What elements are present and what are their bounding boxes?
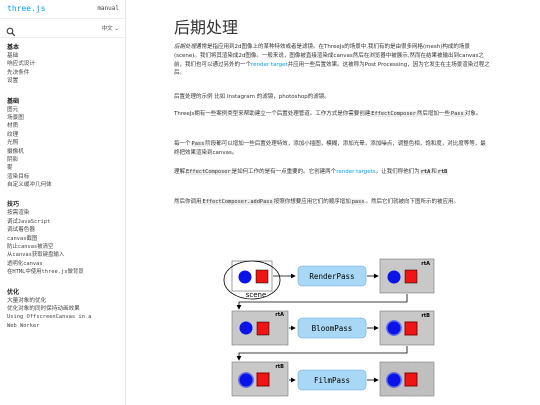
rta-label-1: rtA <box>421 261 430 267</box>
sidebar-nav-item[interactable]: 防止canvas被清空 <box>7 244 54 251</box>
sidebar-nav-item[interactable]: 基础 <box>7 53 19 59</box>
sidebar-nav-item[interactable]: 从canvas获取键盘输入 <box>7 252 65 259</box>
sidebar-nav-item[interactable]: 渲染目标 <box>7 173 30 180</box>
sidebar-nav-item[interactable]: 透明化canvas <box>7 260 43 267</box>
scene-box <box>231 260 273 292</box>
sidebar-nav-item[interactable]: 雾 <box>7 165 13 172</box>
filmpass-box: FilmPass <box>297 369 367 391</box>
sidebar-nav-item[interactable]: 先决条件 <box>7 69 30 76</box>
code-addpass: EffectComposer.addPass <box>201 199 274 205</box>
group-gap <box>7 189 125 200</box>
sidebar-nav-item[interactable]: 自定义缓冲几何体 <box>7 182 52 189</box>
rta-box-2: rtA <box>231 310 289 346</box>
addpass-text-c: 。然后它们就被向下图所示的被应用。 <box>365 199 459 205</box>
addpass-text-b: 按照你想要应用它们的顺序增加 <box>273 199 351 205</box>
rt-text-c: 。让我们称他们为 <box>375 169 420 175</box>
sidebar-nav-item[interactable]: 响应式设计 <box>7 61 35 68</box>
sidebar-nav-item[interactable]: 调试JavaScript <box>7 218 51 225</box>
sidebar-nav-item[interactable]: 阴影 <box>7 156 19 163</box>
code-pass: Pass <box>449 111 465 117</box>
scene-square-shape <box>255 269 269 284</box>
rt-text-d: 和 <box>431 169 437 175</box>
bloompass-box: BloomPass <box>297 317 367 339</box>
scene-ellipse <box>223 260 281 300</box>
sidebar-nav-item[interactable]: 设置 <box>7 78 19 85</box>
nav-group-title: 基础 <box>7 97 20 105</box>
bloompass-label: BloomPass <box>312 324 353 333</box>
sidebar-nav-item[interactable]: 优化对象的同时保持动画效果 <box>7 305 80 312</box>
code-pass-3: pass <box>350 199 366 205</box>
paragraph-intro: 后期处理通常是指应用到2d图像上的某种特效或者是滤镜。在ThreeJs的场景中,… <box>174 43 490 78</box>
rtb-label-1: rtB <box>421 313 430 319</box>
sidebar-nav-item[interactable]: 场景图 <box>7 114 24 121</box>
scene-circle-shape <box>238 270 252 284</box>
group-gap <box>7 86 125 97</box>
chevron-down-icon: ⌄ <box>114 26 119 32</box>
render-target-link[interactable]: render target <box>251 61 288 68</box>
search-row: 中文 ⌄ <box>0 18 125 38</box>
pass-text-a: 每一个 <box>174 141 191 147</box>
code-effectcomposer: EffectComposer <box>370 111 417 117</box>
render-targets-link[interactable]: render targets <box>336 169 376 175</box>
sidebar-nav-item[interactable]: Using OffscreenCanvas in a <box>7 314 92 321</box>
arrow-3 <box>236 294 408 310</box>
nav-group-title: 基本 <box>7 44 20 51</box>
sidebar-header: three.js manual <box>0 0 125 18</box>
addpass-text-a: 然后你调用 <box>174 199 202 205</box>
page-title: 后期处理 <box>174 18 239 37</box>
postprocessing-diagram: scene RenderPass rtA rtA BloomPass <box>223 258 435 397</box>
paragraph-addpass: 然后你调用EffectComposer.addPass按照你想要应用它们的顺序增… <box>174 198 490 207</box>
search-icon[interactable] <box>6 22 16 41</box>
nav-group-title: 优化 <box>7 288 20 296</box>
group-gap <box>7 277 125 288</box>
rtb-label-2: rtB <box>275 364 284 370</box>
pass-text-b: 阶段都可以增加一些后置处理特效，添加小插图，模糊，添加光晕，添加噪点，调整色相，… <box>174 141 486 156</box>
pipeline-text-a: ThreeJs拥有一些案例类型来帮助建立一个后置处理管道。工作方式是你需要创建 <box>174 111 371 117</box>
main-content: 后期处理 后期处理通常是指应用到2d图像上的某种特效或者是滤镜。在ThreeJs… <box>174 0 490 405</box>
renderpass-label: RenderPass <box>309 272 354 281</box>
paragraph-examples: 后置处理的示例 比如 Instagram 的滤镜，photoshop的滤镜。 <box>174 94 330 100</box>
sidebar-nav-item[interactable]: Web Worker <box>7 322 40 329</box>
sidebar-nav: 基本基础响应式设计先决条件设置基础图元场景图材质纹理光照摄像机阴影雾渲染目标自定… <box>0 38 125 330</box>
scene-label: scene <box>246 291 267 299</box>
arrow-6 <box>236 346 408 361</box>
filmpass-label: FilmPass <box>314 376 350 385</box>
code-rta: rtA <box>419 169 432 175</box>
rta-label-2: rtA <box>275 312 284 318</box>
nav-group-title: 技巧 <box>7 201 20 209</box>
site-logo-link[interactable]: three.js <box>7 4 46 13</box>
sidebar-nav-item[interactable]: 图元 <box>7 106 19 113</box>
sidebar-nav-item[interactable]: 在HTML中使用three.js做背景 <box>7 269 84 276</box>
intro-text-a: 通常是指应用到2d图像上的某种特效或者是滤镜。在ThreeJs的场景中,我们有的… <box>174 44 484 68</box>
sidebar-nav-item[interactable]: 按需渲染 <box>7 210 30 217</box>
language-value: 中文 <box>101 26 113 32</box>
paragraph-render-targets: 理解EffectComposer是如何工作的是有一点重要的。它创建两个rende… <box>174 168 490 177</box>
code-effectcomposer-2: EffectComposer <box>185 169 232 175</box>
sidebar-nav-item[interactable]: canvas截图 <box>7 235 38 242</box>
rt-text-a: 理解 <box>174 169 186 175</box>
sidebar-nav-item[interactable]: 材质 <box>7 123 19 130</box>
sidebar-nav-item[interactable]: 摄像机 <box>7 148 24 155</box>
sidebar: three.js manual 中文 ⌄ 基本基础响应式设计先决条件设置基础图元… <box>0 0 126 405</box>
pipeline-text-c: 对象。 <box>464 111 482 117</box>
sidebar-nav-item[interactable]: 调试着色器 <box>7 227 35 234</box>
code-pass-2: Pass <box>190 141 206 147</box>
manual-link[interactable]: manual <box>97 5 119 12</box>
sidebar-nav-item[interactable]: 纹理 <box>7 131 19 138</box>
intro-em: 后期处理 <box>174 44 197 50</box>
rta-box-1: rtA <box>379 258 435 294</box>
code-rtb: rtB <box>436 169 449 175</box>
paragraph-pipeline: ThreeJs拥有一些案例类型来帮助建立一个后置处理管道。工作方式是你需要创建E… <box>174 110 490 119</box>
rtb-box-2: rtB <box>231 361 289 397</box>
canvas-output-box <box>379 361 435 397</box>
pipeline-text-b: 然后增加一些 <box>416 111 450 117</box>
paragraph-pass: 每一个Pass阶段都可以增加一些后置处理特效，添加小插图，模糊，添加光晕，添加噪… <box>174 140 490 158</box>
rt-text-b: 是如何工作的是有一点重要的。它创建两个 <box>231 169 337 175</box>
sidebar-nav-item[interactable]: 光照 <box>7 140 19 147</box>
rtb-box-1: rtB <box>379 310 435 346</box>
renderpass-box: RenderPass <box>297 265 367 287</box>
intro-text-b: 并应用一些后置效果。这被称为Post Processing，因为它发生在主场景渲… <box>174 61 490 77</box>
language-select[interactable]: 中文 ⌄ <box>102 24 119 32</box>
sidebar-nav-item[interactable]: 大量对象的优化 <box>7 297 47 304</box>
